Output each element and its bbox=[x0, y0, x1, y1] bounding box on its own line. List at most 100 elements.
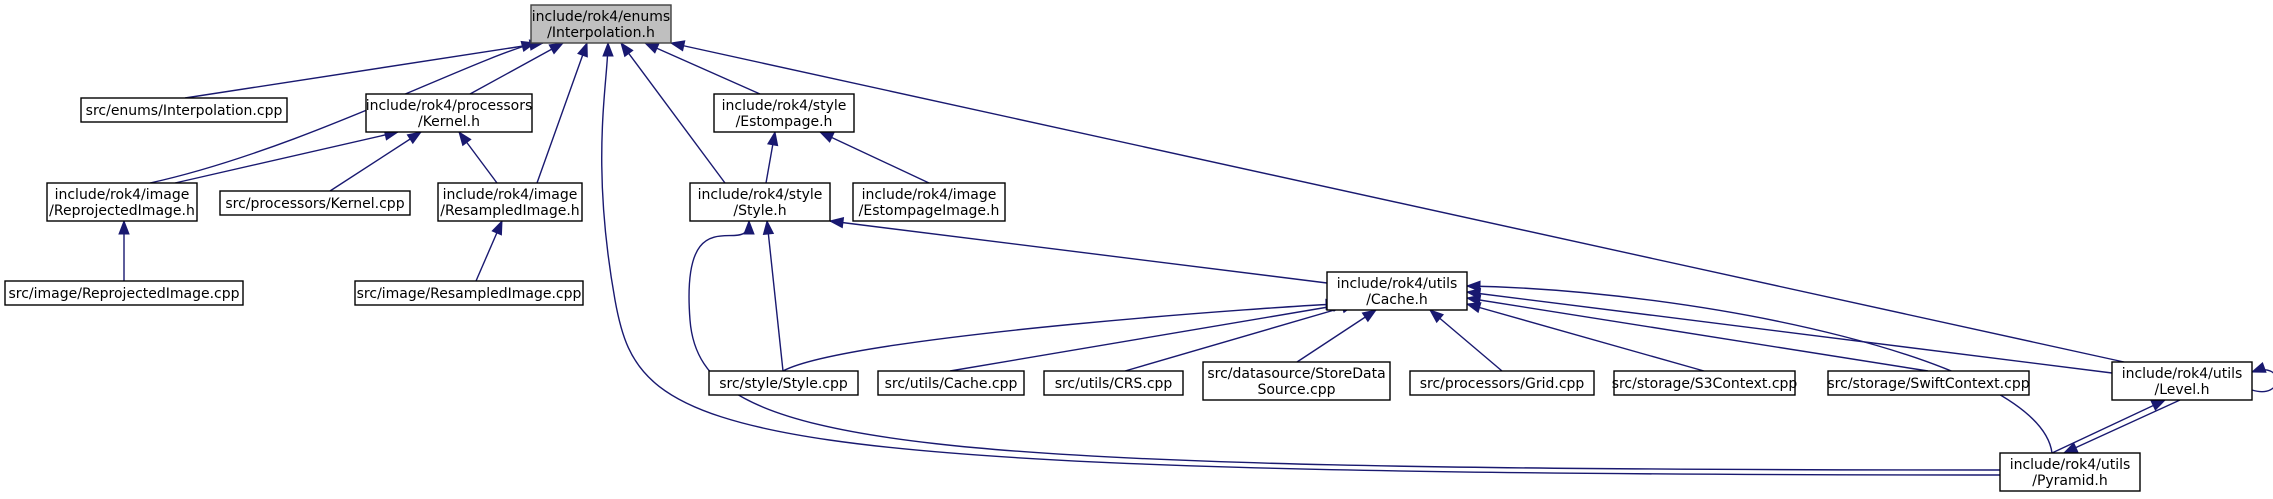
edge-line bbox=[829, 220, 1328, 284]
node-reprojected-cpp[interactable]: src/image/ReprojectedImage.cpp bbox=[4, 280, 244, 306]
edge-pyramid-h-to-level-h bbox=[2051, 399, 2167, 454]
node-box bbox=[713, 93, 855, 133]
edge-line bbox=[1296, 309, 1377, 363]
arrowhead bbox=[669, 40, 686, 52]
node-box bbox=[530, 4, 672, 44]
node-label: src/processors/Kernel.cpp bbox=[225, 196, 404, 212]
node-s3context-cpp[interactable]: src/storage/S3Context.cpp bbox=[1612, 370, 1798, 396]
node-resampled-cpp[interactable]: src/image/ResampledImage.cpp bbox=[354, 280, 584, 306]
node-reprojected-h[interactable]: include/rok4/image/ReprojectedImage.h bbox=[46, 182, 198, 222]
arrowhead bbox=[1465, 287, 1482, 300]
node-swiftcontext-cpp[interactable]: src/storage/SwiftContext.cpp bbox=[1827, 370, 2030, 396]
node-label: /Style.h bbox=[733, 203, 786, 219]
node-kernel-h[interactable]: include/rok4/processors/Kernel.h bbox=[365, 93, 533, 133]
edge-line bbox=[949, 303, 1347, 372]
arrowhead bbox=[762, 219, 775, 236]
node-label: src/processors/Grid.cpp bbox=[1420, 376, 1585, 392]
edge-line bbox=[1466, 297, 1929, 372]
node-box bbox=[354, 280, 584, 306]
edge-estompage-h-to-interp-h bbox=[643, 42, 761, 95]
arrowhead bbox=[643, 42, 660, 54]
node-box bbox=[689, 182, 831, 222]
edge-line bbox=[782, 303, 1340, 372]
edge-resampled-h-to-kernel-h bbox=[458, 130, 498, 184]
edge-line bbox=[2063, 399, 2181, 454]
arrowhead bbox=[548, 42, 565, 55]
arrowhead bbox=[602, 41, 614, 57]
arrowhead bbox=[491, 219, 503, 236]
node-label: /ResampledImage.h bbox=[440, 203, 579, 219]
node-box bbox=[46, 182, 198, 222]
node-label: src/storage/SwiftContext.cpp bbox=[1827, 376, 2029, 392]
edge-line bbox=[688, 220, 2001, 471]
node-grid-cpp[interactable]: src/processors/Grid.cpp bbox=[1409, 370, 1595, 396]
node-label: include/rok4/style bbox=[722, 98, 847, 114]
arrowhead bbox=[818, 131, 835, 143]
node-box bbox=[1326, 271, 1468, 311]
node-box bbox=[1409, 370, 1595, 396]
edge-style-h-to-estompage-h bbox=[765, 130, 779, 184]
edge-pyramid-h-to-interp-h bbox=[601, 41, 2001, 476]
node-style-cpp[interactable]: src/style/Style.cpp bbox=[708, 370, 859, 396]
node-pyramid-h[interactable]: include/rok4/utils/Pyramid.h bbox=[1999, 452, 2141, 492]
graph-nodes: include/rok4/enums/Interpolation.h src/en… bbox=[4, 4, 2253, 492]
node-resampled-h[interactable]: include/rok4/image/ResampledImage.h bbox=[437, 182, 583, 222]
node-box bbox=[1202, 361, 1391, 401]
node-cache-cpp[interactable]: src/utils/Cache.cpp bbox=[877, 370, 1025, 396]
edge-s3context-cpp-to-cache-h bbox=[1465, 302, 1705, 372]
edge-line bbox=[2051, 399, 2166, 454]
edge-resampled-cpp-to-resampled-h bbox=[475, 219, 503, 282]
node-label: /Interpolation.h bbox=[547, 25, 655, 41]
arrowhead bbox=[118, 219, 130, 235]
node-box bbox=[852, 182, 1006, 222]
arrowhead bbox=[743, 219, 755, 235]
node-label: /Pyramid.h bbox=[2032, 473, 2108, 489]
edge-level-h-to-pyramid-h bbox=[2062, 399, 2181, 454]
arrowhead bbox=[1465, 302, 1482, 314]
node-level-h[interactable]: include/rok4/utils/Level.h bbox=[2111, 361, 2253, 401]
edge-estompageimage-h-to-estompage-h bbox=[818, 131, 930, 184]
edge-style-cpp-to-style-h bbox=[762, 219, 784, 372]
node-estompage-h[interactable]: include/rok4/style/Estompage.h bbox=[713, 93, 855, 133]
edge-interp-cpp-to-interp-h bbox=[184, 39, 545, 99]
node-label: include/rok4/utils bbox=[2010, 457, 2131, 473]
edge-reprojected-h-to-kernel-h bbox=[174, 129, 400, 184]
edge-style-cpp-to-cache-h bbox=[782, 298, 1341, 372]
node-box bbox=[219, 190, 411, 216]
node-label: src/style/Style.cpp bbox=[719, 376, 848, 392]
node-label: Source.cpp bbox=[1257, 382, 1335, 398]
node-estompageimage-h[interactable]: include/rok4/image/EstompageImage.h bbox=[852, 182, 1006, 222]
edge-line bbox=[670, 42, 2125, 363]
node-label: include/rok4/image bbox=[443, 187, 578, 203]
edge-line bbox=[184, 42, 544, 99]
arrowhead bbox=[406, 131, 423, 145]
node-label: src/datasource/StoreData bbox=[1207, 366, 1385, 382]
edge-line bbox=[601, 42, 2001, 476]
node-cache-h[interactable]: include/rok4/utils/Cache.h bbox=[1326, 271, 1468, 311]
edge-cache-h-to-style-h bbox=[828, 216, 1328, 284]
node-label: /EstompageImage.h bbox=[859, 203, 1000, 219]
node-interp-cpp[interactable]: src/enums/Interpolation.cpp bbox=[80, 97, 288, 123]
edge-style-h-to-interp-h bbox=[620, 41, 726, 184]
node-label: include/rok4/utils bbox=[1337, 276, 1458, 292]
edge-line bbox=[174, 131, 399, 184]
edge-kernel-h-to-interp-h bbox=[469, 42, 565, 95]
node-label: include/rok4/style bbox=[698, 187, 823, 203]
edge-line bbox=[1429, 309, 1503, 372]
node-crs-cpp[interactable]: src/utils/CRS.cpp bbox=[1043, 370, 1184, 396]
edge-line bbox=[766, 220, 784, 372]
node-box bbox=[708, 370, 859, 396]
edge-line bbox=[1124, 303, 1356, 372]
node-style-h[interactable]: include/rok4/style/Style.h bbox=[689, 182, 831, 222]
node-interp-h[interactable]: include/rok4/enums/Interpolation.h bbox=[530, 4, 672, 44]
node-label: src/utils/CRS.cpp bbox=[1055, 376, 1173, 392]
node-kernel-cpp[interactable]: src/processors/Kernel.cpp bbox=[219, 190, 411, 216]
node-box bbox=[2111, 361, 2253, 401]
node-box bbox=[80, 97, 288, 123]
node-label: src/utils/Cache.cpp bbox=[885, 376, 1018, 392]
edge-level-h-to-interp-h bbox=[669, 40, 2125, 363]
node-box bbox=[365, 93, 533, 133]
edge-level-h-to-level-h bbox=[2250, 362, 2273, 393]
